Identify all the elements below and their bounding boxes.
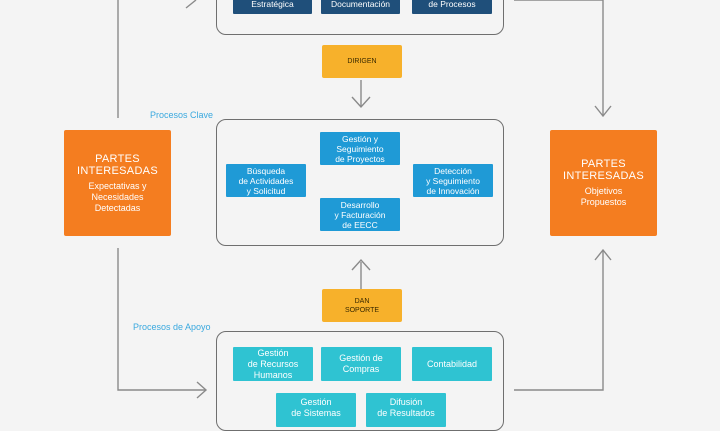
stakeholders-left-title: PARTES INTERESADAS <box>77 152 158 177</box>
support-processes-frame <box>216 331 504 431</box>
key-processes-frame <box>216 119 504 246</box>
top-arrowhead <box>185 0 197 9</box>
support-processes-label: Procesos de Apoyo <box>133 322 211 332</box>
process-documentacion[interactable]: Documentación <box>321 0 400 14</box>
process-contabilidad[interactable]: Contabilidad <box>412 347 492 381</box>
right-flow-bottom-line <box>514 250 604 391</box>
strategic-processes-frame <box>216 0 504 35</box>
right-flow-top-line <box>514 0 604 116</box>
stakeholders-right-subtitle: Objetivos Propuestos <box>580 186 627 207</box>
stakeholders-left: PARTES INTERESADAS Expectativas y Necesi… <box>64 130 171 236</box>
process-recursos-humanos[interactable]: Gestión de Recursos Humanos <box>233 347 313 381</box>
process-estrategica[interactable]: Estratégica <box>233 0 312 14</box>
dirigen-arrowhead <box>351 96 371 109</box>
stakeholders-right: PARTES INTERESADAS Objetivos Propuestos <box>550 130 657 236</box>
connector-dirigen: DIRIGEN <box>322 45 402 78</box>
process-gestion-seguimiento-proyectos[interactable]: Gestión y Seguimiento de Proyectos <box>320 132 400 165</box>
right-bottom-arrowhead <box>594 248 612 261</box>
left-bottom-arrowhead <box>196 381 208 399</box>
key-processes-label: Procesos Clave <box>150 110 214 120</box>
left-flow-bottom-line <box>117 248 205 391</box>
right-top-arrowhead <box>594 105 612 118</box>
process-de-procesos[interactable]: de Procesos <box>412 0 492 14</box>
stakeholders-right-title: PARTES INTERESADAS <box>563 158 644 182</box>
connector-lines <box>117 0 612 399</box>
process-gestion-compras[interactable]: Gestión de Compras <box>321 347 401 381</box>
soporte-arrowhead <box>351 258 371 271</box>
process-difusion-resultados[interactable]: Difusión de Resultados <box>366 393 446 427</box>
process-desarrollo-facturacion[interactable]: Desarrollo y Facturación de EECC <box>320 198 400 231</box>
process-gestion-sistemas[interactable]: Gestión de Sistemas <box>276 393 356 427</box>
process-busqueda-actividades[interactable]: Búsqueda de Actividades y Solicitud <box>226 164 306 197</box>
process-deteccion-innovacion[interactable]: Detección y Seguimiento de Innovación <box>413 164 493 197</box>
stakeholders-left-subtitle: Expectativas y Necesidades Detectadas <box>88 180 147 213</box>
connector-dan-soporte: DAN SOPORTE <box>322 289 402 322</box>
